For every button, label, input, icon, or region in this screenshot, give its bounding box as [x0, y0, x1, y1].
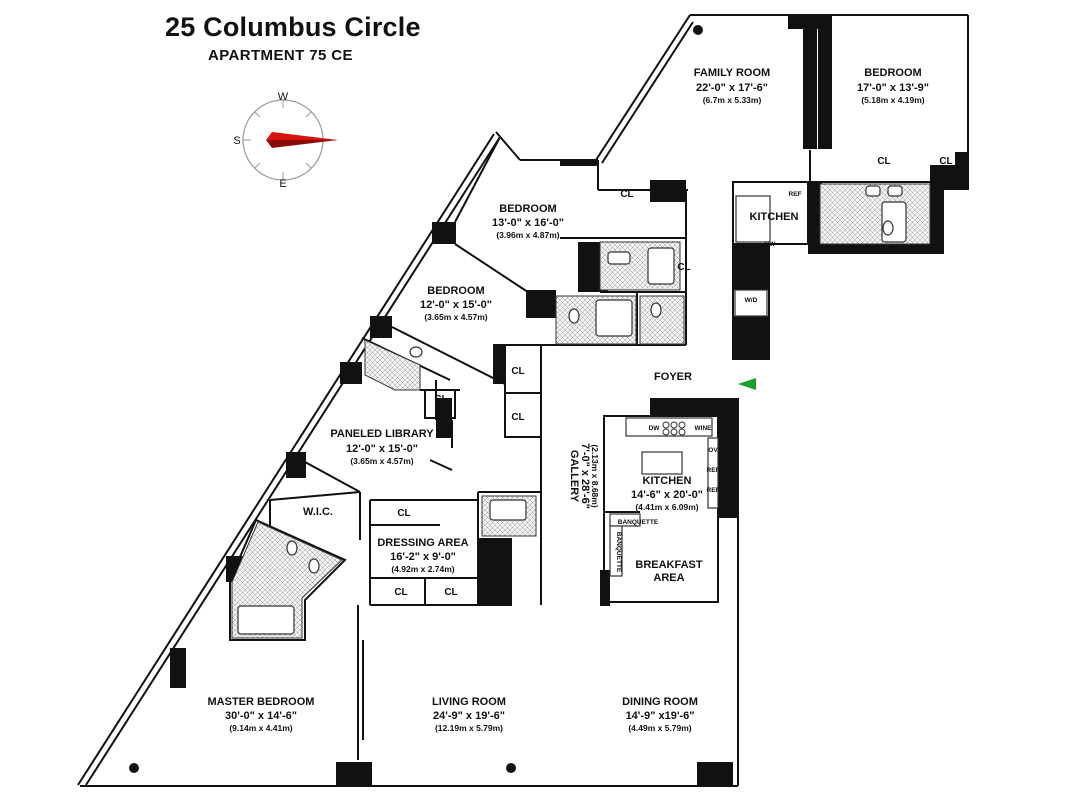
- gallery-name: GALLERY: [568, 450, 580, 503]
- dressing-dim: 16'-2" x 9'-0": [390, 551, 456, 563]
- family-room-metric: (6.7m x 5.33m): [703, 95, 762, 105]
- bathrooms: [231, 183, 931, 639]
- entry-arrow-icon: [738, 378, 756, 390]
- library-dim: 12'-0" x 15'-0": [346, 443, 418, 455]
- closet-label: CL: [444, 587, 457, 598]
- compass-south-label: E: [279, 178, 286, 190]
- interior-walls: [229, 136, 968, 760]
- column-dots: [129, 25, 703, 773]
- kitchen-small-name: KITCHEN: [750, 211, 799, 223]
- dw-label: DW: [765, 241, 777, 248]
- dressing-name: DRESSING AREA: [377, 537, 468, 549]
- closet-label: CL: [877, 156, 890, 167]
- family-room-name: FAMILY ROOM: [694, 67, 770, 79]
- ref-label: REF: [707, 467, 720, 474]
- wic-label: W.I.C.: [303, 506, 333, 518]
- foyer-name: FOYER: [654, 371, 692, 383]
- bedroom-ne-metric: (5.18m x 4.19m): [861, 95, 924, 105]
- family-room-dim: 22'-0" x 17'-6": [696, 82, 768, 94]
- bedroom-mid-name: BEDROOM: [499, 203, 556, 215]
- wd-label: W/D: [745, 297, 758, 304]
- living-dim: 24'-9" x 19'-6": [433, 710, 505, 722]
- gallery-metric: (2.13m x 8.68m): [590, 444, 600, 507]
- dining-dim: 14'-9" x19'-6": [626, 710, 695, 722]
- living-metric: (12.19m x 5.79m): [435, 723, 503, 733]
- library-name: PANELED LIBRARY: [330, 428, 434, 440]
- kitchen-main-name: KITCHEN: [643, 475, 692, 487]
- dw-label: DW: [649, 425, 661, 432]
- dining-metric: (4.49m x 5.79m): [628, 723, 691, 733]
- breakfast-name: BREAKFAST: [635, 559, 703, 571]
- plan-title: 25 Columbus Circle: [165, 12, 421, 42]
- compass-west-label: S: [233, 135, 240, 147]
- bedroom-w-dim: 12'-0" x 15'-0": [420, 299, 492, 311]
- banquette-label: BANQUETTE: [615, 532, 622, 573]
- closet-label: CL: [677, 262, 690, 273]
- bedroom-w-name: BEDROOM: [427, 285, 484, 297]
- dining-name: DINING ROOM: [622, 696, 698, 708]
- library-metric: (3.65m x 4.57m): [350, 456, 413, 466]
- bedroom-mid-dim: 13'-0" x 16'-0": [492, 217, 564, 229]
- ref-label: REF: [707, 487, 720, 494]
- closet-label: CL: [397, 508, 410, 519]
- compass-icon: W S E: [233, 91, 338, 190]
- gallery-dim: 7'-0" x 28'-6": [579, 443, 591, 509]
- banquette-label: BANQUETTE: [618, 519, 659, 526]
- living-name: LIVING ROOM: [432, 696, 506, 708]
- structural-walls: [170, 15, 968, 786]
- master-dim: 30'-0" x 14'-6": [225, 710, 297, 722]
- bedroom-ne-name: BEDROOM: [864, 67, 921, 79]
- ref-label: REF: [789, 191, 802, 198]
- closet-label: CL: [434, 394, 447, 405]
- bedroom-mid-metric: (3.96m x 4.87m): [496, 230, 559, 240]
- wine-label: WINE: [695, 425, 713, 432]
- breakfast-name2: AREA: [653, 572, 684, 584]
- compass-north-label: W: [278, 91, 289, 103]
- plan-subtitle: APARTMENT 75 CE: [208, 47, 353, 64]
- bedroom-w-metric: (3.65m x 4.57m): [424, 312, 487, 322]
- exterior-walls: [77, 14, 969, 787]
- kitchen-main-metric: (4.41m x 6.09m): [635, 502, 698, 512]
- closet-label: CL: [620, 189, 633, 200]
- closet-label: CL: [511, 412, 524, 423]
- master-name: MASTER BEDROOM: [208, 696, 315, 708]
- closet-label: CL: [511, 366, 524, 377]
- closet-label: CL: [939, 156, 952, 167]
- compass-needle: [266, 132, 338, 140]
- bedroom-ne-dim: 17'-0" x 13'-9": [857, 82, 929, 94]
- closet-label: CL: [394, 587, 407, 598]
- kitchen-fixtures: [609, 195, 771, 577]
- dressing-metric: (4.92m x 2.74m): [391, 564, 454, 574]
- kitchen-main-dim: 14'-6" x 20'-0": [631, 489, 703, 501]
- master-metric: (9.14m x 4.41m): [229, 723, 292, 733]
- ov-label: OV: [708, 447, 718, 454]
